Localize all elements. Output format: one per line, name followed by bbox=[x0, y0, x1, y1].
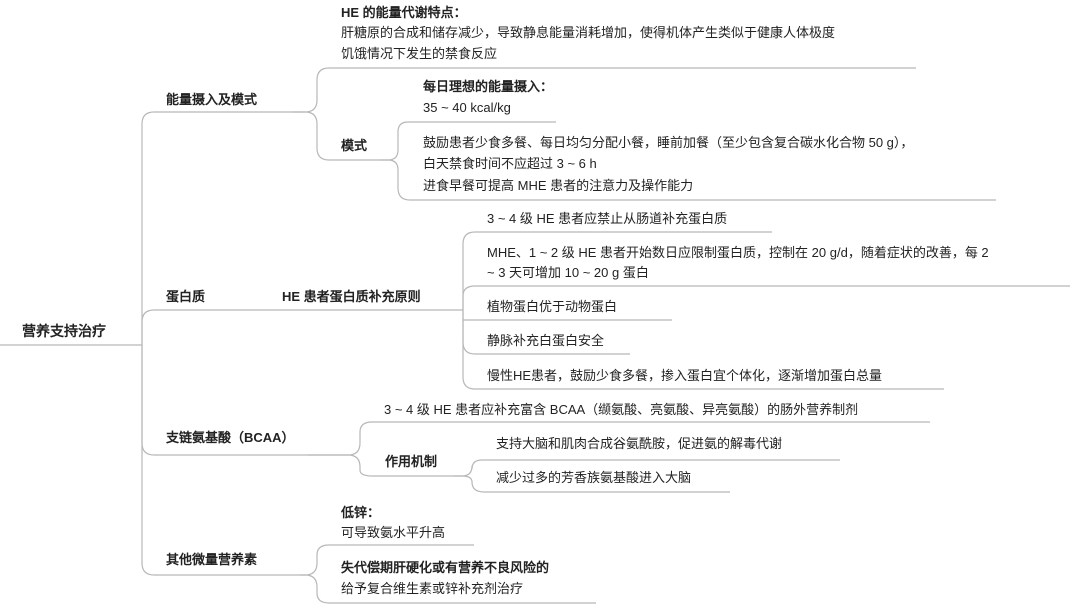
energy-ideal-title: 每日理想的能量摄入： bbox=[423, 79, 554, 94]
protein-principle-label: HE 患者蛋白质补充原则 bbox=[282, 289, 421, 304]
micro-zinc-text: 可导致氨水平升高 bbox=[341, 525, 446, 540]
branch-bcaa: 支链氨基酸（BCAA） bbox=[166, 430, 295, 445]
protein-item-3: 植物蛋白优于动物蛋白 bbox=[487, 299, 618, 314]
protein-item-1: 3 ~ 4 级 HE 患者应禁止从肠道补充蛋白质 bbox=[487, 211, 728, 226]
micro-zinc-title: 低锌： bbox=[341, 505, 381, 520]
energy-feature-line2: 饥饿情况下发生的禁食反应 bbox=[341, 46, 498, 61]
branch-micronutrients: 其他微量营养素 bbox=[166, 552, 258, 567]
bcaa-mechanism-label: 作用机制 bbox=[385, 454, 438, 469]
bcaa-item-1: 3 ~ 4 级 HE 患者应补充富含 BCAA（缬氨酸、亮氨酸、异亮氨酸）的肠外… bbox=[384, 402, 859, 417]
protein-item-2-line1: MHE、1 ~ 2 级 HE 患者开始数日应限制蛋白质，控制在 20 g/d，随… bbox=[487, 245, 989, 260]
protein-item-4: 静脉补充白蛋白安全 bbox=[487, 333, 605, 348]
protein-item-2-line2: ~ 3 天可增加 10 ~ 20 g 蛋白 bbox=[487, 265, 649, 280]
energy-ideal-value: 35 ~ 40 kcal/kg bbox=[423, 100, 511, 115]
energy-meal-line3: 进食早餐可提高 MHE 患者的注意力及操作能力 bbox=[423, 178, 694, 193]
energy-meal-line2: 白天禁食时间不应超过 3 ~ 6 h bbox=[423, 156, 597, 171]
micro-risk-text: 给予复合维生素或锌补充剂治疗 bbox=[341, 581, 524, 596]
protein-item-5: 慢性HE患者，鼓励少食多餐，掺入蛋白宜个体化，逐渐增加蛋白总量 bbox=[487, 368, 883, 383]
bcaa-mechanism-1: 支持大脑和肌肉合成谷氨酰胺，促进氨的解毒代谢 bbox=[496, 436, 783, 451]
bcaa-mechanism-2: 减少过多的芳香族氨基酸进入大脑 bbox=[496, 470, 692, 485]
energy-meal-line1: 鼓励患者少食多餐、每日均匀分配小餐，睡前加餐（至少包含复合碳水化合物 50 g）… bbox=[423, 135, 914, 150]
branch-energy: 能量摄入及模式 bbox=[166, 92, 258, 107]
root-topic: 营养支持治疗 bbox=[22, 323, 106, 339]
branch-protein: 蛋白质 bbox=[166, 289, 206, 304]
energy-mode-label: 模式 bbox=[341, 138, 368, 153]
micro-risk-title: 失代偿期肝硬化或有营养不良风险的 bbox=[341, 560, 550, 575]
energy-feature-line1: 肝糖原的合成和储存减少，导致静息能量消耗增加，使得机体产生类似于健康人体极度 bbox=[341, 25, 836, 40]
energy-feature-title: HE 的能量代谢特点： bbox=[341, 5, 467, 20]
